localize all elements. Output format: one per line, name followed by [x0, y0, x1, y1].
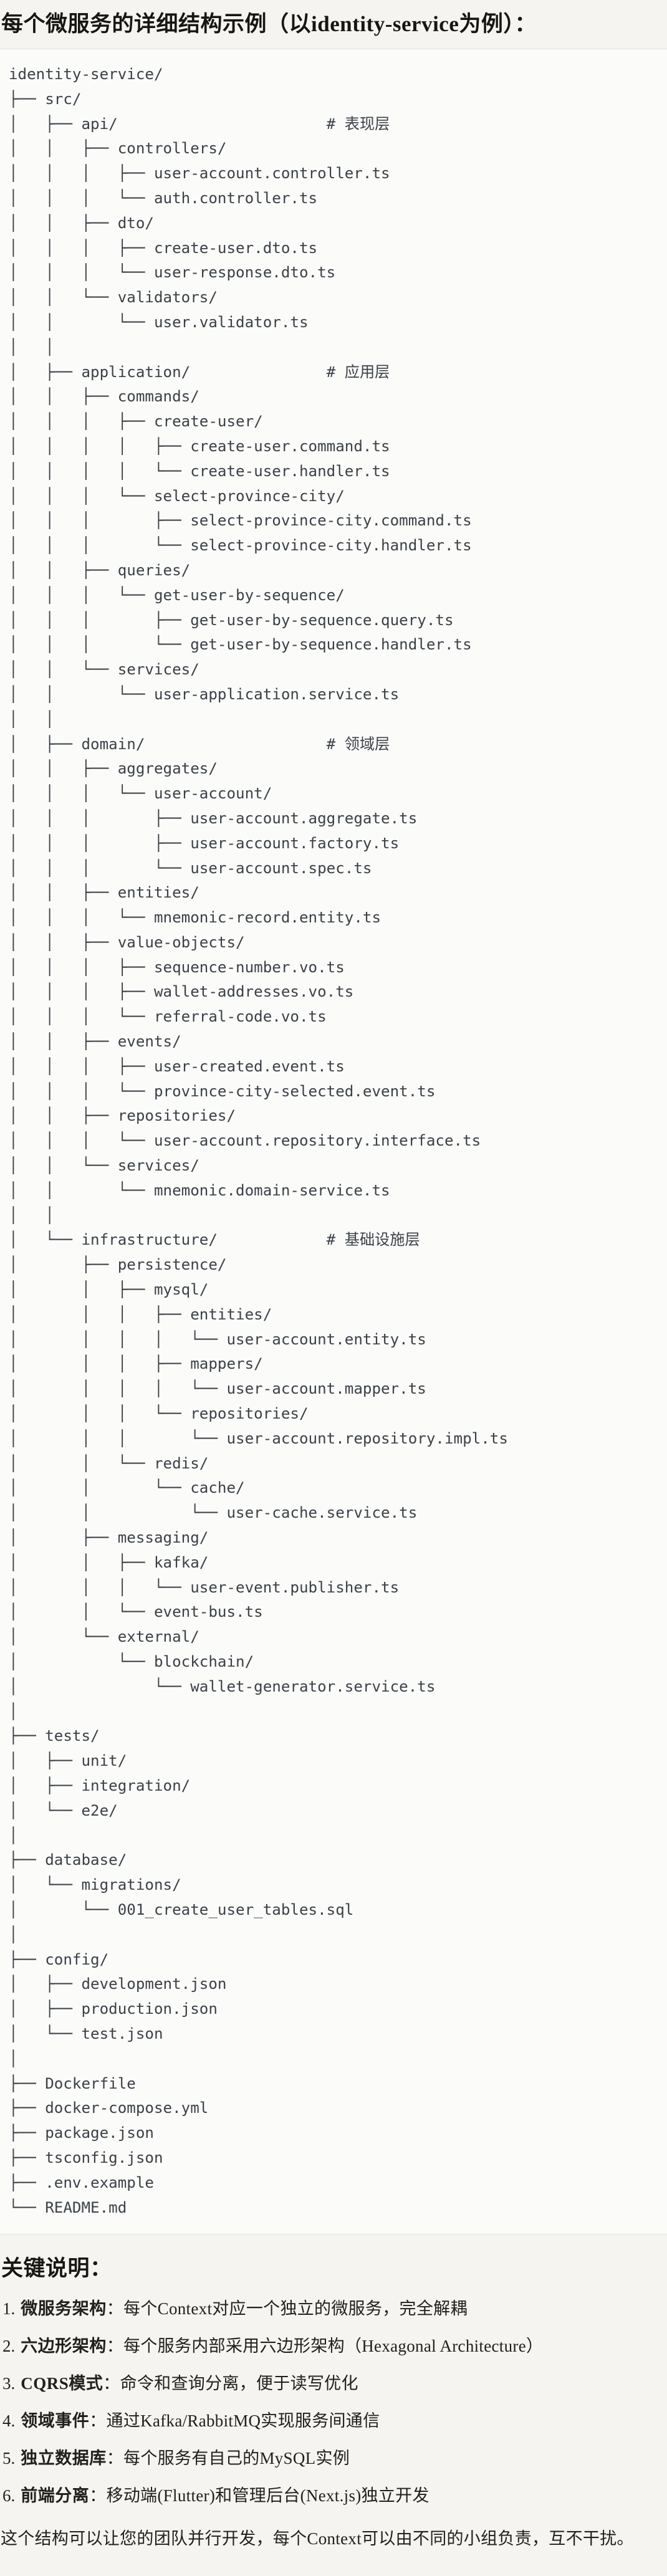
note-item-number: 2.	[2, 2337, 16, 2356]
note-item-label: 领域事件	[21, 2411, 90, 2431]
note-item-number: 5.	[2, 2449, 16, 2468]
note-item-text: ：每个Context对应一个独立的微服务，完全解耦	[106, 2299, 468, 2319]
file-tree-text: identity-service/ ├── src/ │ ├── api/ # …	[9, 65, 508, 2216]
note-item-text: ：移动端(Flutter)和管理后台(Next.js)独立开发	[89, 2486, 429, 2506]
note-item: 2. 六边形架构：每个服务内部采用六边形架构（Hexagonal Architec…	[2, 2335, 667, 2357]
note-item: 1.微服务架构：每个Context对应一个独立的微服务，完全解耦	[2, 2298, 667, 2319]
note-item-label: 六边形架构	[21, 2337, 107, 2356]
note-item: 4.领域事件：通过Kafka/RabbitMQ实现服务间通信	[2, 2410, 667, 2431]
note-item: 6.前端分离：移动端(Flutter)和管理后台(Next.js)独立开发	[2, 2485, 667, 2506]
page-title: 每个微服务的详细结构示例（以identity-service为例）：	[1, 12, 537, 36]
note-item-text: ：命令和查询分离，便于读写优化	[103, 2374, 358, 2393]
note-item-label: 独立数据库	[21, 2449, 107, 2468]
note-item-text: ：通过Kafka/RabbitMQ实现服务间通信	[89, 2411, 380, 2431]
note-item-number: 3.	[2, 2374, 16, 2393]
closing-paragraph: 这个结构可以让您的团队并行开发，每个Context可以由不同的小组负责，互不干扰…	[1, 2529, 634, 2549]
note-item-number: 4.	[2, 2411, 16, 2431]
note-item-text: ：每个服务有自己的MySQL实例	[106, 2449, 350, 2468]
notes-list: 1.微服务架构：每个Context对应一个独立的微服务，完全解耦 2. 六边形架构…	[0, 2298, 667, 2506]
file-tree-code-block: identity-service/ ├── src/ │ ├── api/ # …	[0, 49, 667, 2235]
notes-heading: 关键说明：	[1, 2256, 112, 2281]
note-item-text: ：每个服务内部采用六边形架构（Hexagonal Architecture）	[106, 2337, 544, 2356]
note-item-number: 6.	[2, 2486, 16, 2506]
note-item: 3. CQRS模式：命令和查询分离，便于读写优化	[2, 2373, 667, 2394]
note-item-label: 微服务架构	[21, 2299, 107, 2319]
note-item-label: 前端分离	[21, 2486, 90, 2506]
note-item-number: 1.	[2, 2299, 16, 2319]
note-item: 5. 独立数据库：每个服务有自己的MySQL实例	[2, 2448, 667, 2469]
note-item-label: CQRS模式	[21, 2374, 103, 2393]
